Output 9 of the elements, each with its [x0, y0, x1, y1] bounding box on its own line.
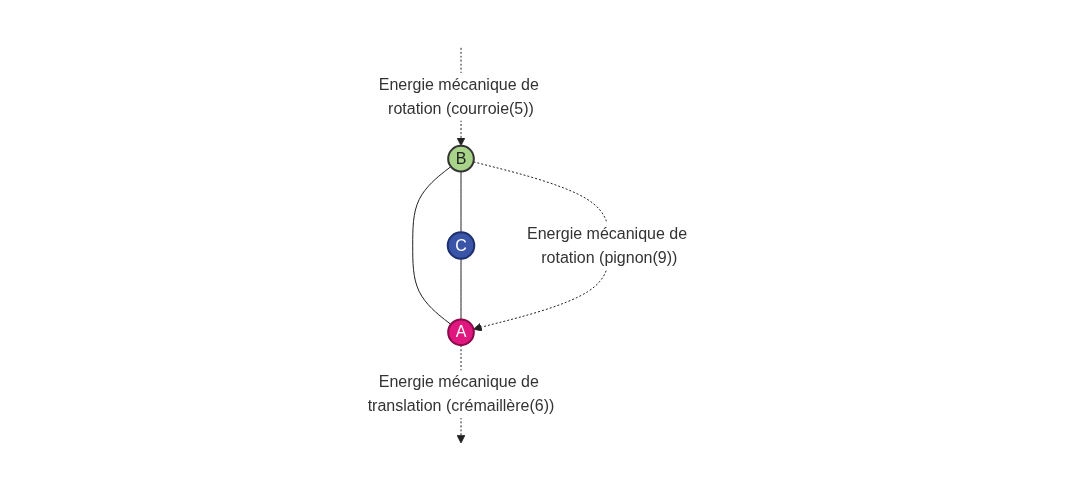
- node-circle: A: [447, 318, 476, 347]
- edge-label: Energie mécanique de rotation (pignon(9)): [527, 224, 688, 266]
- node-circle: B: [447, 144, 476, 173]
- connector: [460, 258, 462, 320]
- edge-label: Energie mécanique de rotation (courroie(5)): [379, 75, 540, 117]
- node-circle: C: [447, 231, 476, 260]
- edge-label: Energie mécanique de translation (crémaillère(6)): [368, 373, 555, 415]
- connector: [412, 166, 452, 325]
- connector: [460, 171, 462, 233]
